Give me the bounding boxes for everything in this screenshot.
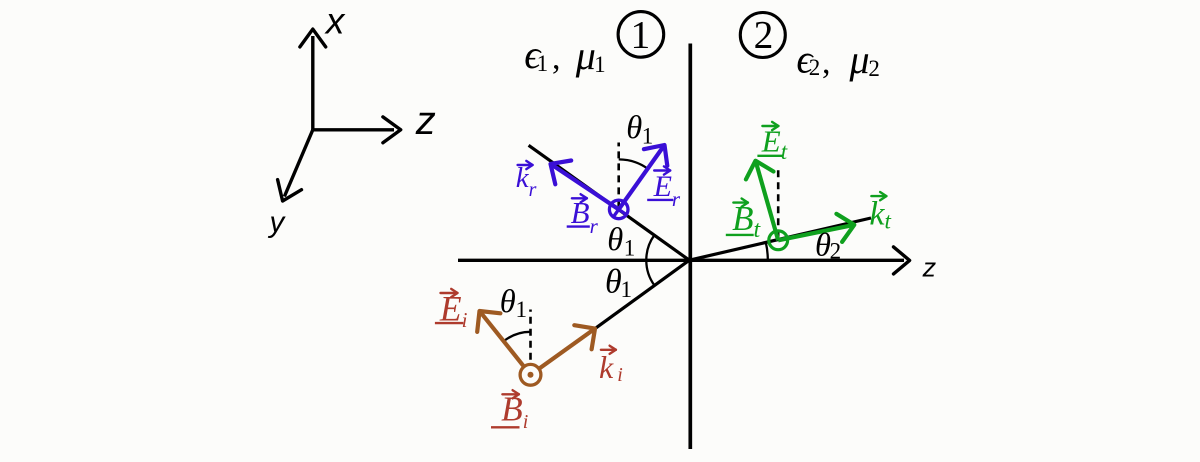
svg-text:z: z [415, 99, 436, 143]
svg-text:ϵ: ϵ [796, 36, 814, 81]
svg-text:i: i [462, 308, 468, 332]
svg-text:t: t [781, 139, 788, 164]
svg-text:μ: μ [575, 33, 596, 78]
svg-text:t: t [754, 217, 762, 243]
svg-text:θ: θ [626, 110, 642, 146]
svg-text:y: y [268, 206, 287, 239]
svg-text:2: 2 [809, 55, 821, 80]
svg-text:1: 1 [516, 297, 528, 322]
svg-text:1: 1 [624, 236, 636, 261]
svg-text:,: , [822, 44, 831, 81]
svg-text:i: i [617, 364, 623, 386]
svg-text:1: 1 [631, 13, 651, 57]
svg-text:,: , [552, 40, 561, 77]
svg-text:2: 2 [830, 239, 842, 264]
svg-text:E: E [761, 124, 781, 159]
svg-text:B: B [501, 389, 523, 428]
svg-text:r: r [590, 214, 599, 238]
svg-text:k: k [869, 195, 885, 232]
svg-text:1: 1 [594, 52, 606, 77]
svg-text:1: 1 [642, 123, 654, 148]
svg-text:B: B [571, 195, 590, 230]
svg-text:r: r [529, 179, 537, 201]
svg-text:t: t [885, 209, 892, 234]
svg-text:1: 1 [537, 51, 549, 76]
svg-text:k: k [599, 349, 614, 385]
svg-text:θ: θ [605, 263, 622, 300]
svg-text:1: 1 [621, 277, 633, 302]
svg-text:θ: θ [815, 227, 831, 263]
svg-text:θ: θ [607, 222, 623, 258]
svg-text:r: r [672, 187, 681, 211]
svg-text:z: z [922, 252, 937, 282]
svg-text:B: B [732, 199, 753, 238]
svg-text:E: E [653, 170, 672, 203]
svg-text:2: 2 [868, 56, 880, 81]
svg-text:x: x [324, 1, 346, 42]
svg-text:ϵ: ϵ [524, 32, 542, 77]
svg-text:i: i [523, 411, 529, 433]
svg-text:θ: θ [500, 284, 516, 320]
svg-text:μ: μ [849, 37, 870, 82]
svg-text:2: 2 [754, 13, 774, 57]
svg-text:E: E [439, 288, 462, 328]
